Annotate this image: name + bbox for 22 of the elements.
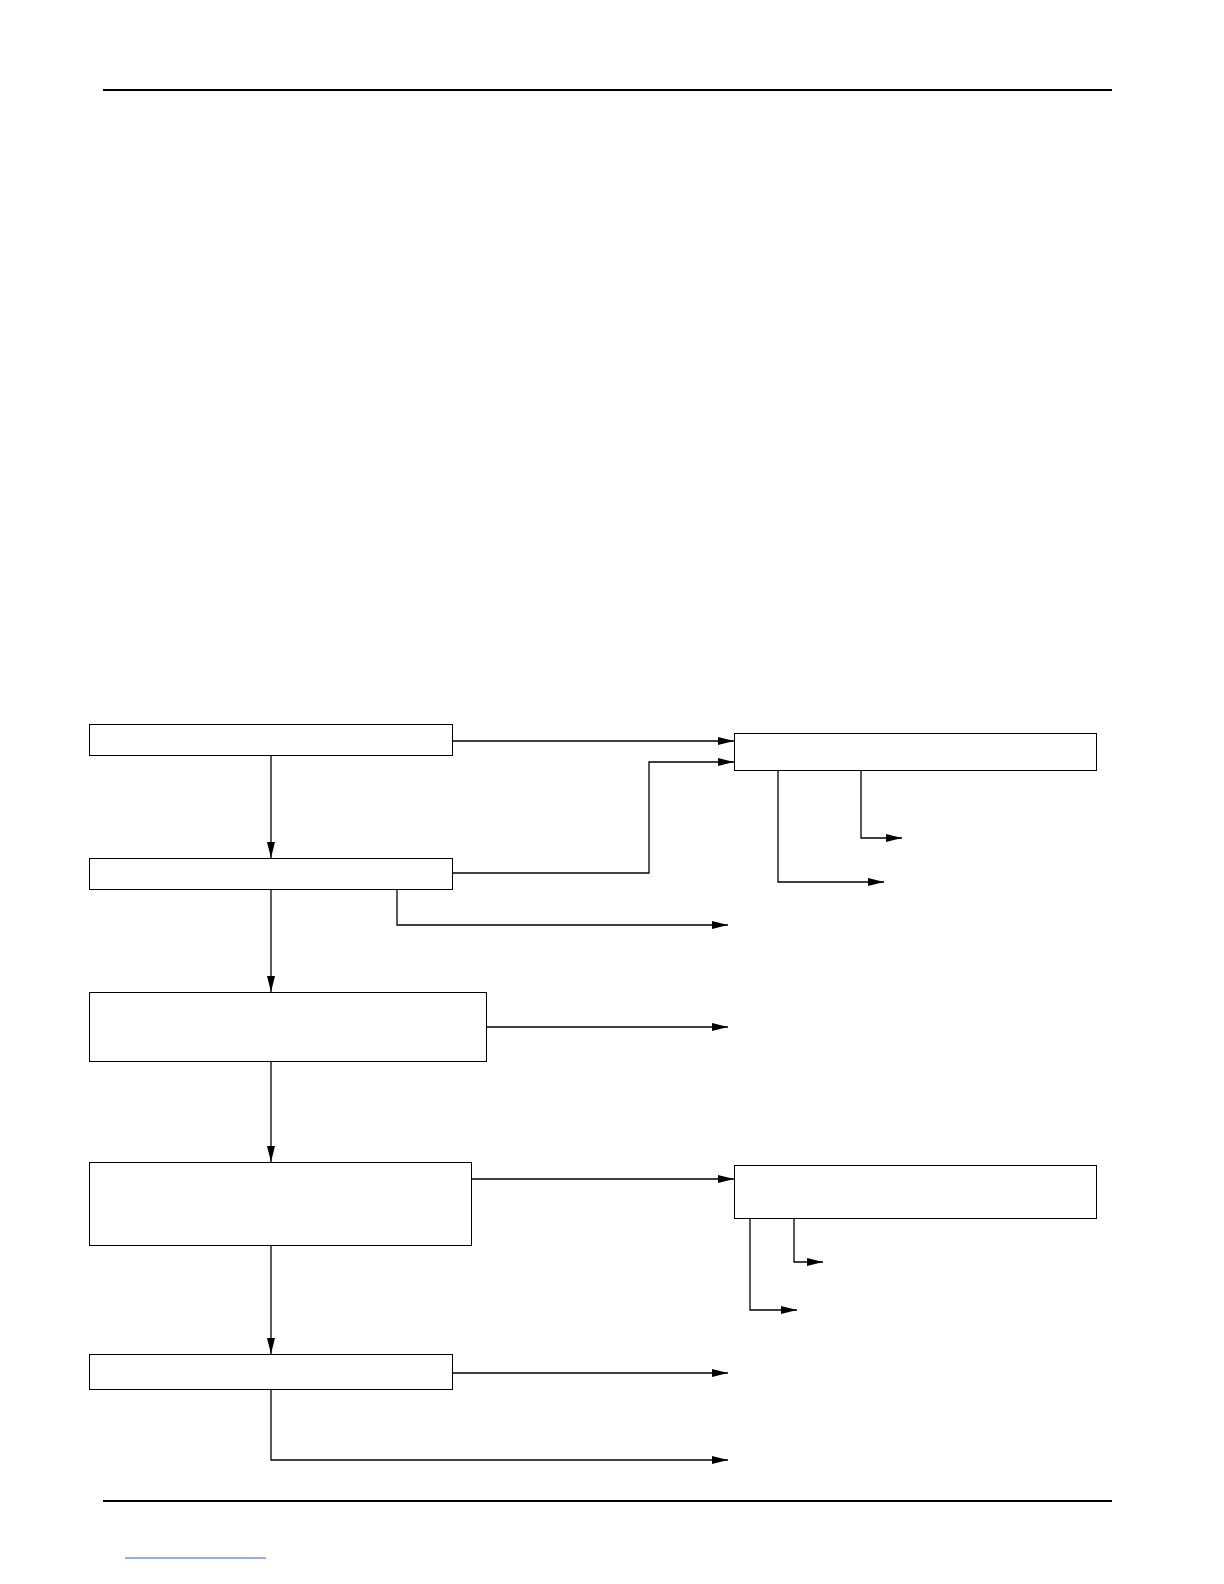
arrow <box>267 1245 275 1355</box>
process-box <box>89 992 487 1062</box>
arrow <box>452 737 735 745</box>
process-box <box>89 724 453 756</box>
arrow <box>749 1218 798 1314</box>
arrow <box>777 770 885 886</box>
process-box <box>89 858 453 890</box>
arrow <box>860 770 903 842</box>
process-box <box>734 1165 1097 1219</box>
arrow <box>270 1389 729 1464</box>
arrow <box>267 889 275 993</box>
arrow <box>793 1218 824 1266</box>
process-box <box>89 1162 472 1246</box>
arrow <box>267 1061 275 1163</box>
process-box <box>734 733 1097 771</box>
arrow <box>452 758 735 874</box>
arrow <box>267 755 275 859</box>
arrow <box>396 889 729 929</box>
process-box <box>89 1354 453 1390</box>
arrow <box>486 1023 729 1031</box>
arrow <box>471 1175 735 1183</box>
arrow <box>452 1369 729 1377</box>
